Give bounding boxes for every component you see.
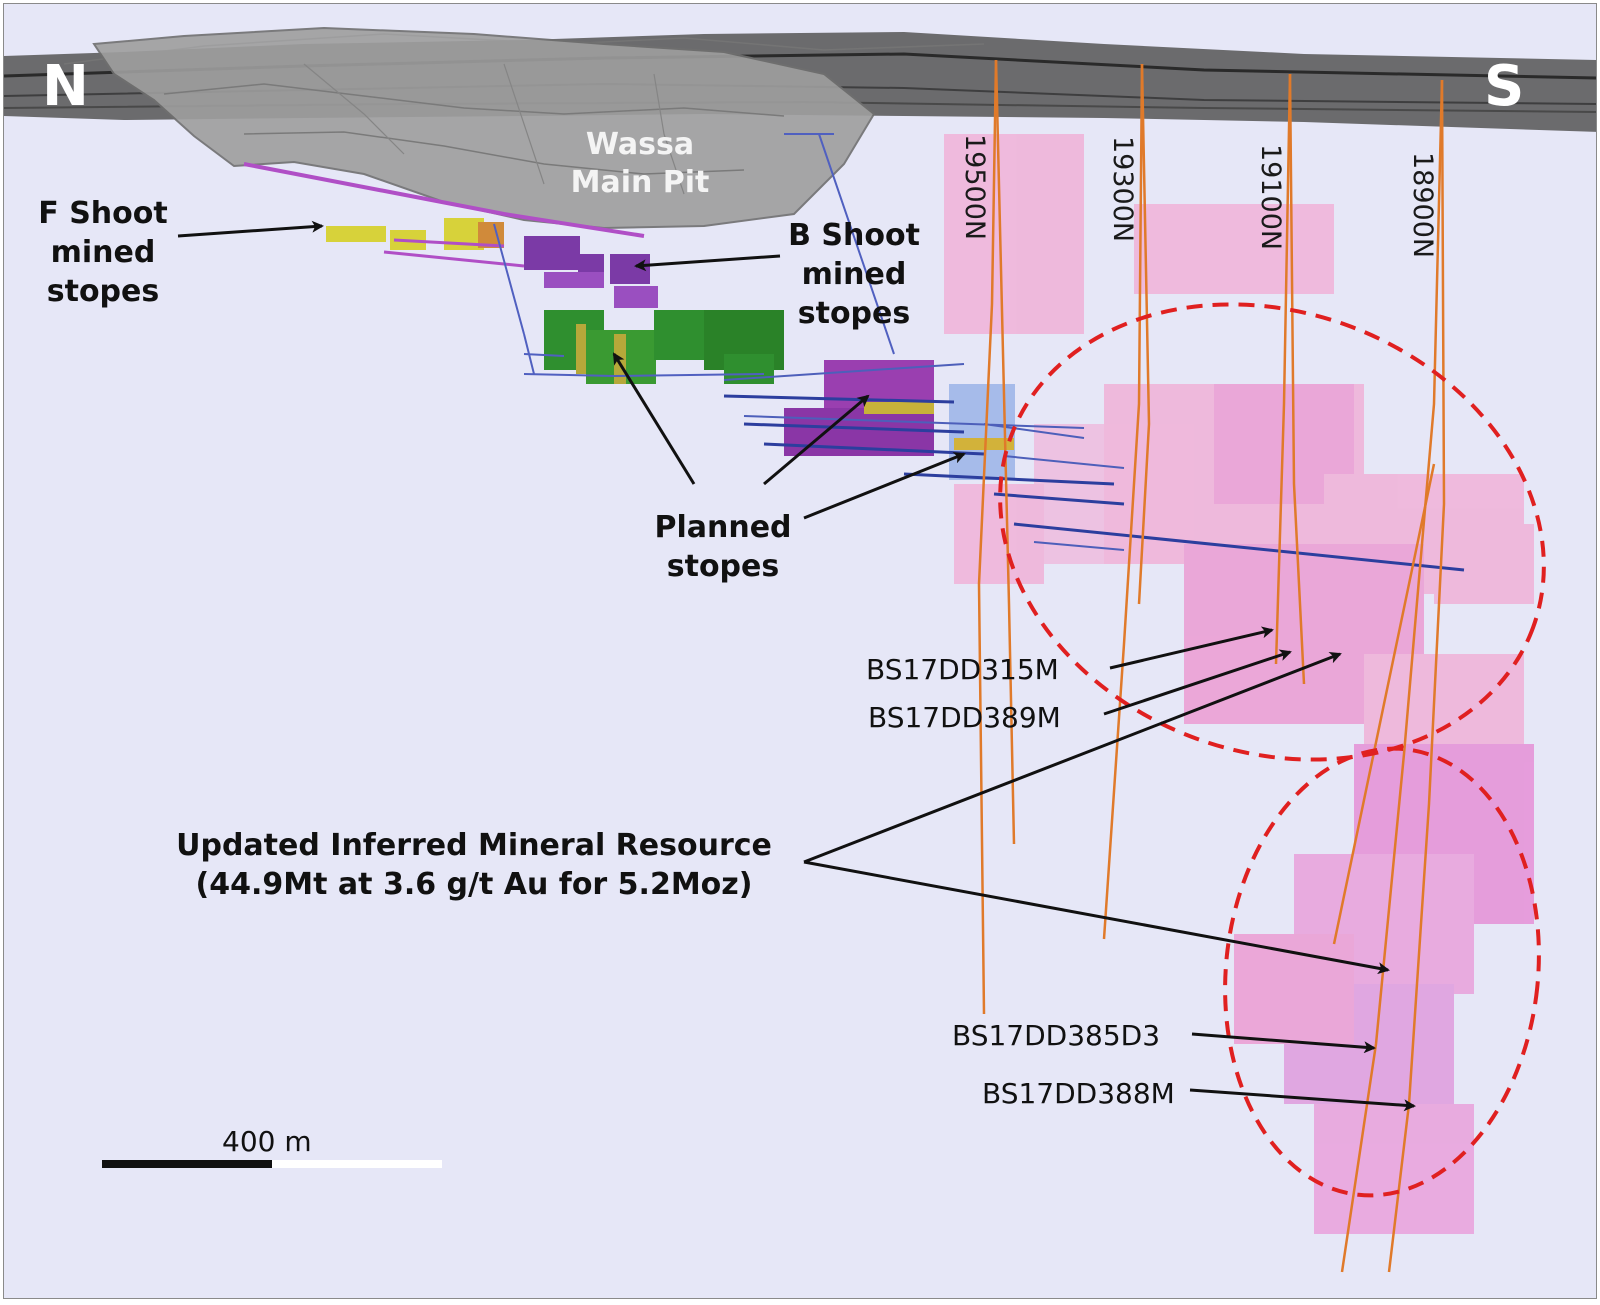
scale-bar-graphic <box>102 1160 442 1168</box>
callout-arrows <box>177 220 1416 1112</box>
drillhole-label-bs17dd388m: BS17DD388M <box>982 1077 1175 1110</box>
f-shoot-line1: F Shoot <box>38 196 168 231</box>
resource-line2: (44.9Mt at 3.6 g/t Au for 5.2Moz) <box>195 867 753 902</box>
drillhole-label-bs17dd385d3: BS17DD385D3 <box>952 1019 1161 1052</box>
b-shoot-line3: stopes <box>797 296 911 331</box>
south-label: S <box>1484 54 1525 119</box>
resource-ellipses <box>998 302 1546 1198</box>
section-label-19100n: 19100N <box>1255 144 1286 251</box>
planned-line2: stopes <box>666 549 780 584</box>
cross-section-drawing <box>4 26 1596 1273</box>
drillhole-label-bs17dd315m: BS17DD315M <box>866 653 1059 686</box>
north-label: N <box>42 54 89 119</box>
scale-bar-label: 400 m <box>222 1125 312 1158</box>
b-shoot-mined-stopes <box>524 236 658 308</box>
drillhole-label-bs17dd389m: BS17DD389M <box>868 701 1061 734</box>
b-shoot-callout: B Shoot mined stopes <box>774 216 934 333</box>
wassa-main-pit <box>92 26 876 230</box>
f-shoot-line2: mined <box>50 235 156 270</box>
inferred-resource-blocks <box>944 134 1534 1234</box>
section-label-19500n: 19500N <box>959 134 990 241</box>
drillholes <box>977 59 1446 1273</box>
b-shoot-line1: B Shoot <box>788 218 920 253</box>
pit-label-line2: Main Pit <box>570 164 710 200</box>
section-label-19300n: 19300N <box>1107 136 1138 243</box>
f-shoot-callout: F Shoot mined stopes <box>28 194 178 311</box>
green-mined-stopes <box>544 310 784 384</box>
resource-callout: Updated Inferred Mineral Resource (44.9M… <box>154 826 794 904</box>
f-shoot-line3: stopes <box>46 274 160 309</box>
development-drives <box>493 133 895 378</box>
planned-line1: Planned <box>654 510 792 545</box>
section-label-18900n: 18900N <box>1407 152 1438 259</box>
cross-section-figure: N S Wassa Main Pit 19500N 19300N 19100N … <box>3 3 1597 1299</box>
resource-line1: Updated Inferred Mineral Resource <box>176 828 772 863</box>
b-shoot-line2: mined <box>801 257 907 292</box>
pit-label-line1: Wassa <box>585 127 695 162</box>
pit-label: Wassa Main Pit <box>560 126 720 201</box>
planned-stopes-callout: Planned stopes <box>648 508 798 586</box>
